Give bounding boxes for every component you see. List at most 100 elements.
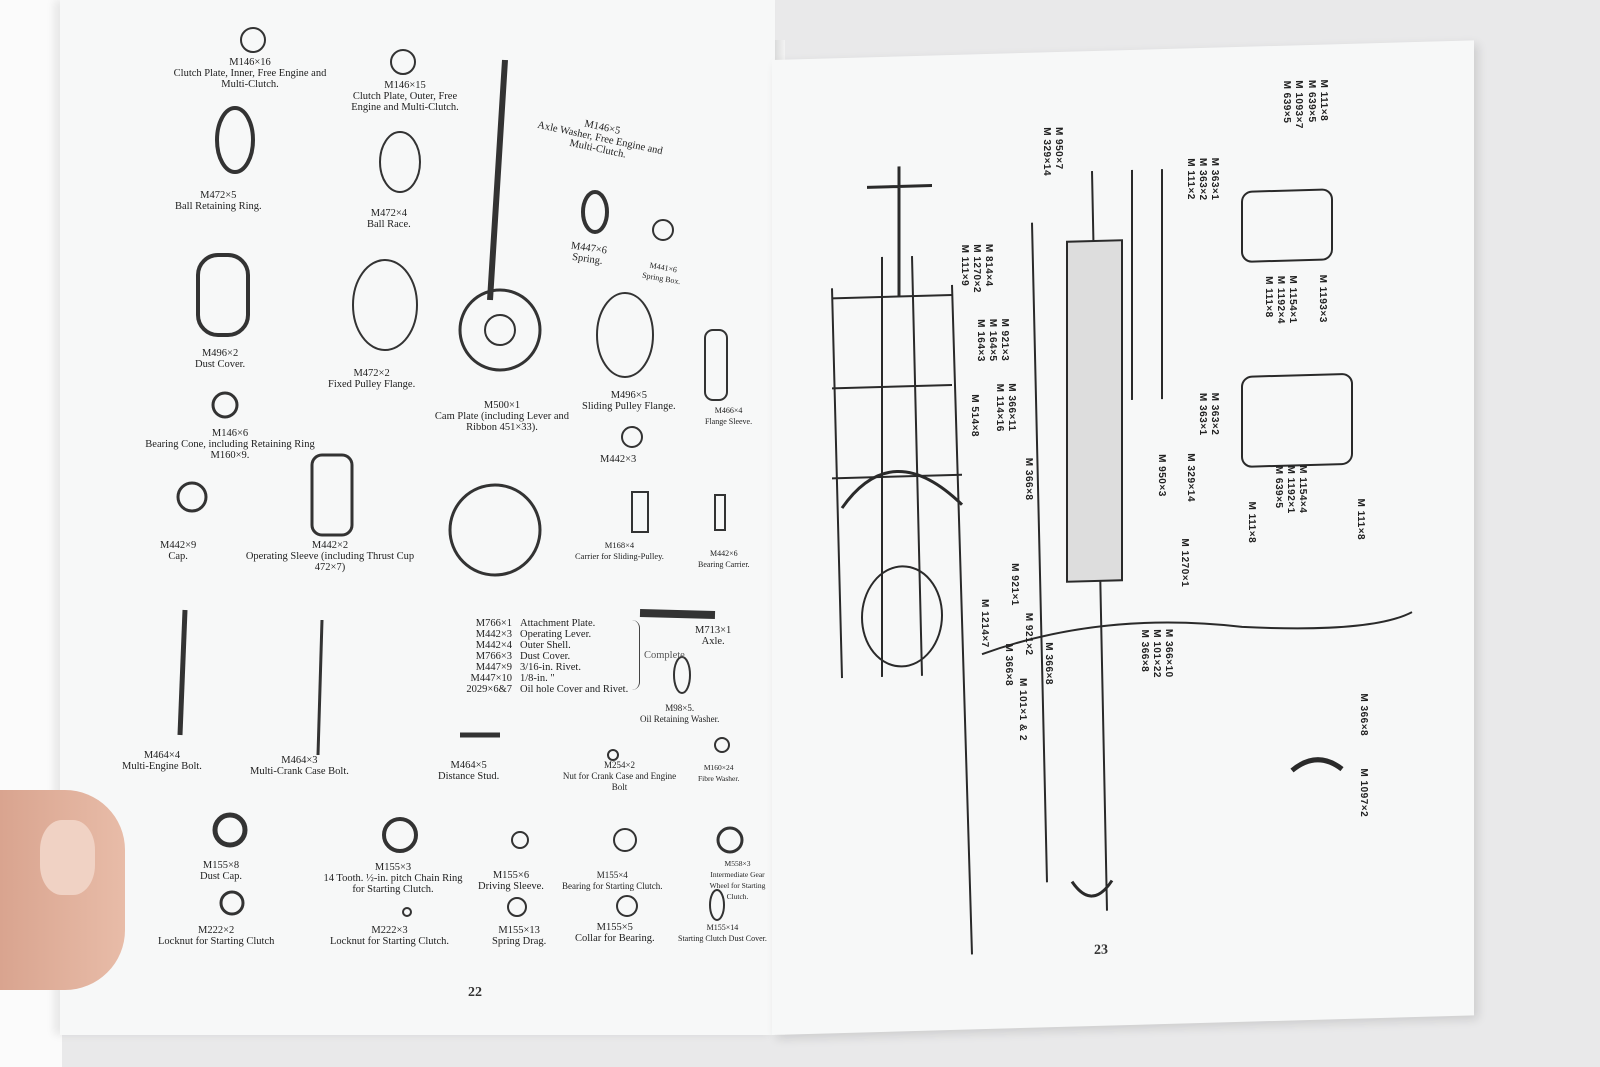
part-label: M 1192×4 xyxy=(1275,275,1286,325)
caption-code: M442×2 xyxy=(311,540,349,551)
part-label: M 101×22 xyxy=(1151,629,1162,679)
part-label: M 111×8 xyxy=(1318,79,1329,122)
caption-desc: Flange Sleeve. xyxy=(705,417,753,426)
part-label: M 1193×3 xyxy=(1317,274,1328,323)
ball-race-illustration xyxy=(379,131,421,193)
list-code: M766×1 xyxy=(475,618,512,629)
list-code: M442×4 xyxy=(475,640,512,651)
caption-desc: Bearing Carrier. xyxy=(698,560,750,569)
caption-code: M160×24 xyxy=(703,763,734,772)
caption-desc: Distance Stud. xyxy=(438,771,500,782)
part-label: M 639×5 xyxy=(1273,465,1284,509)
caption-code: M496×2 xyxy=(201,348,239,359)
caption-code: M155×14 xyxy=(706,923,739,932)
fork-end xyxy=(1070,879,1114,898)
caption-code: M98×5. xyxy=(665,703,695,713)
bearing-cone-illustration xyxy=(211,391,239,419)
fork-frame-diagram xyxy=(831,166,1413,955)
caption-code: M155×6 xyxy=(492,870,530,881)
bearing-carrier-illustration xyxy=(714,494,726,531)
clutch-plate-inner-illustration xyxy=(240,27,266,53)
caption-code: M155×8 xyxy=(202,860,240,871)
oil-retaining-washer-illustration xyxy=(673,656,691,694)
part-label: M 329×14 xyxy=(1185,453,1196,503)
list-desc: Operating Lever. xyxy=(520,629,592,640)
part-label: M 514×8 xyxy=(969,394,980,438)
list-desc: 1/8-in. " xyxy=(520,673,555,684)
caption-desc: Locknut for Starting Clutch. xyxy=(330,936,449,947)
caption-desc: Multi-Crank Case Bolt. xyxy=(250,766,349,777)
list-item: M442×4 Outer Shell. xyxy=(450,640,628,651)
caption-desc: Sliding Pulley Flange. xyxy=(582,401,676,412)
list-desc: Oil hole Cover and Rivet. xyxy=(520,684,629,695)
list-desc: 3/16-in. Rivet. xyxy=(520,662,581,673)
caption-desc: Dust Cap. xyxy=(200,871,242,882)
caption-code: M558×3 xyxy=(724,859,751,868)
part-label: M 111×9 xyxy=(959,244,970,287)
fixed-pulley-flange-illustration xyxy=(352,259,418,351)
caption-code: M155×13 xyxy=(498,925,540,936)
flange-sleeve-illustration xyxy=(704,329,728,401)
brace xyxy=(632,620,640,690)
part-label: M 366×11 xyxy=(1006,383,1017,432)
caption-code: M146×16 xyxy=(229,57,271,68)
fork-legs xyxy=(831,256,973,955)
axle-illustration xyxy=(639,609,716,619)
part-label: M 366×8 xyxy=(1043,642,1054,686)
tyre-outline xyxy=(861,565,943,668)
part-label: M 363×1 xyxy=(1209,157,1220,201)
locknut-illustration xyxy=(219,890,245,916)
part-label: M 363×2 xyxy=(1209,392,1220,436)
nut-illustration xyxy=(607,749,619,761)
part-label: M 921×2 xyxy=(1023,612,1034,656)
part-label: M 1154×4 xyxy=(1297,465,1308,514)
caption-code: M442×3 xyxy=(600,454,637,465)
head-tube xyxy=(1131,169,1163,400)
caption-desc: Clutch Plate, Inner, Free Engine and Mul… xyxy=(173,68,327,90)
caption-code: M713×1 xyxy=(695,625,732,636)
assembly-illustration xyxy=(448,483,542,577)
part-label: M 921×3 xyxy=(999,318,1010,362)
caption-desc: Cap. xyxy=(168,551,188,562)
bearing-illustration xyxy=(613,828,637,852)
caption-code: M168×4 xyxy=(604,540,635,550)
sliding-pulley-flange-illustration xyxy=(596,292,654,378)
caption-desc: Fixed Pulley Flange. xyxy=(328,379,416,390)
list-code: 2029×6&7 xyxy=(466,684,512,695)
caption-code: M496×5 xyxy=(610,390,647,401)
link-assembly-top xyxy=(1241,188,1333,263)
caption-code: M222×2 xyxy=(198,925,235,936)
part-label: M 1093×7 xyxy=(1293,80,1304,130)
part-label: M 366×8 xyxy=(1023,457,1034,501)
caption-code: M254×2 xyxy=(603,760,636,770)
caption-code: M155×4 xyxy=(596,870,628,880)
caption-desc: Carrier for Sliding-Pulley. xyxy=(575,551,664,561)
caption-desc: Oil Retaining Washer. xyxy=(640,714,720,724)
link-assembly-bottom xyxy=(1241,373,1353,468)
list-code: M447×10 xyxy=(470,673,512,684)
caption-desc: Collar for Bearing. xyxy=(575,933,655,944)
list-desc: Outer Shell. xyxy=(520,640,571,651)
caption-code: M146×15 xyxy=(384,80,426,91)
driving-sleeve-illustration xyxy=(511,831,529,849)
caption-desc: Cam Plate (including Lever and Ribbon 45… xyxy=(434,411,570,433)
part-label: M 639×5 xyxy=(1281,80,1292,124)
part-label: M 111×8 xyxy=(1355,498,1366,541)
